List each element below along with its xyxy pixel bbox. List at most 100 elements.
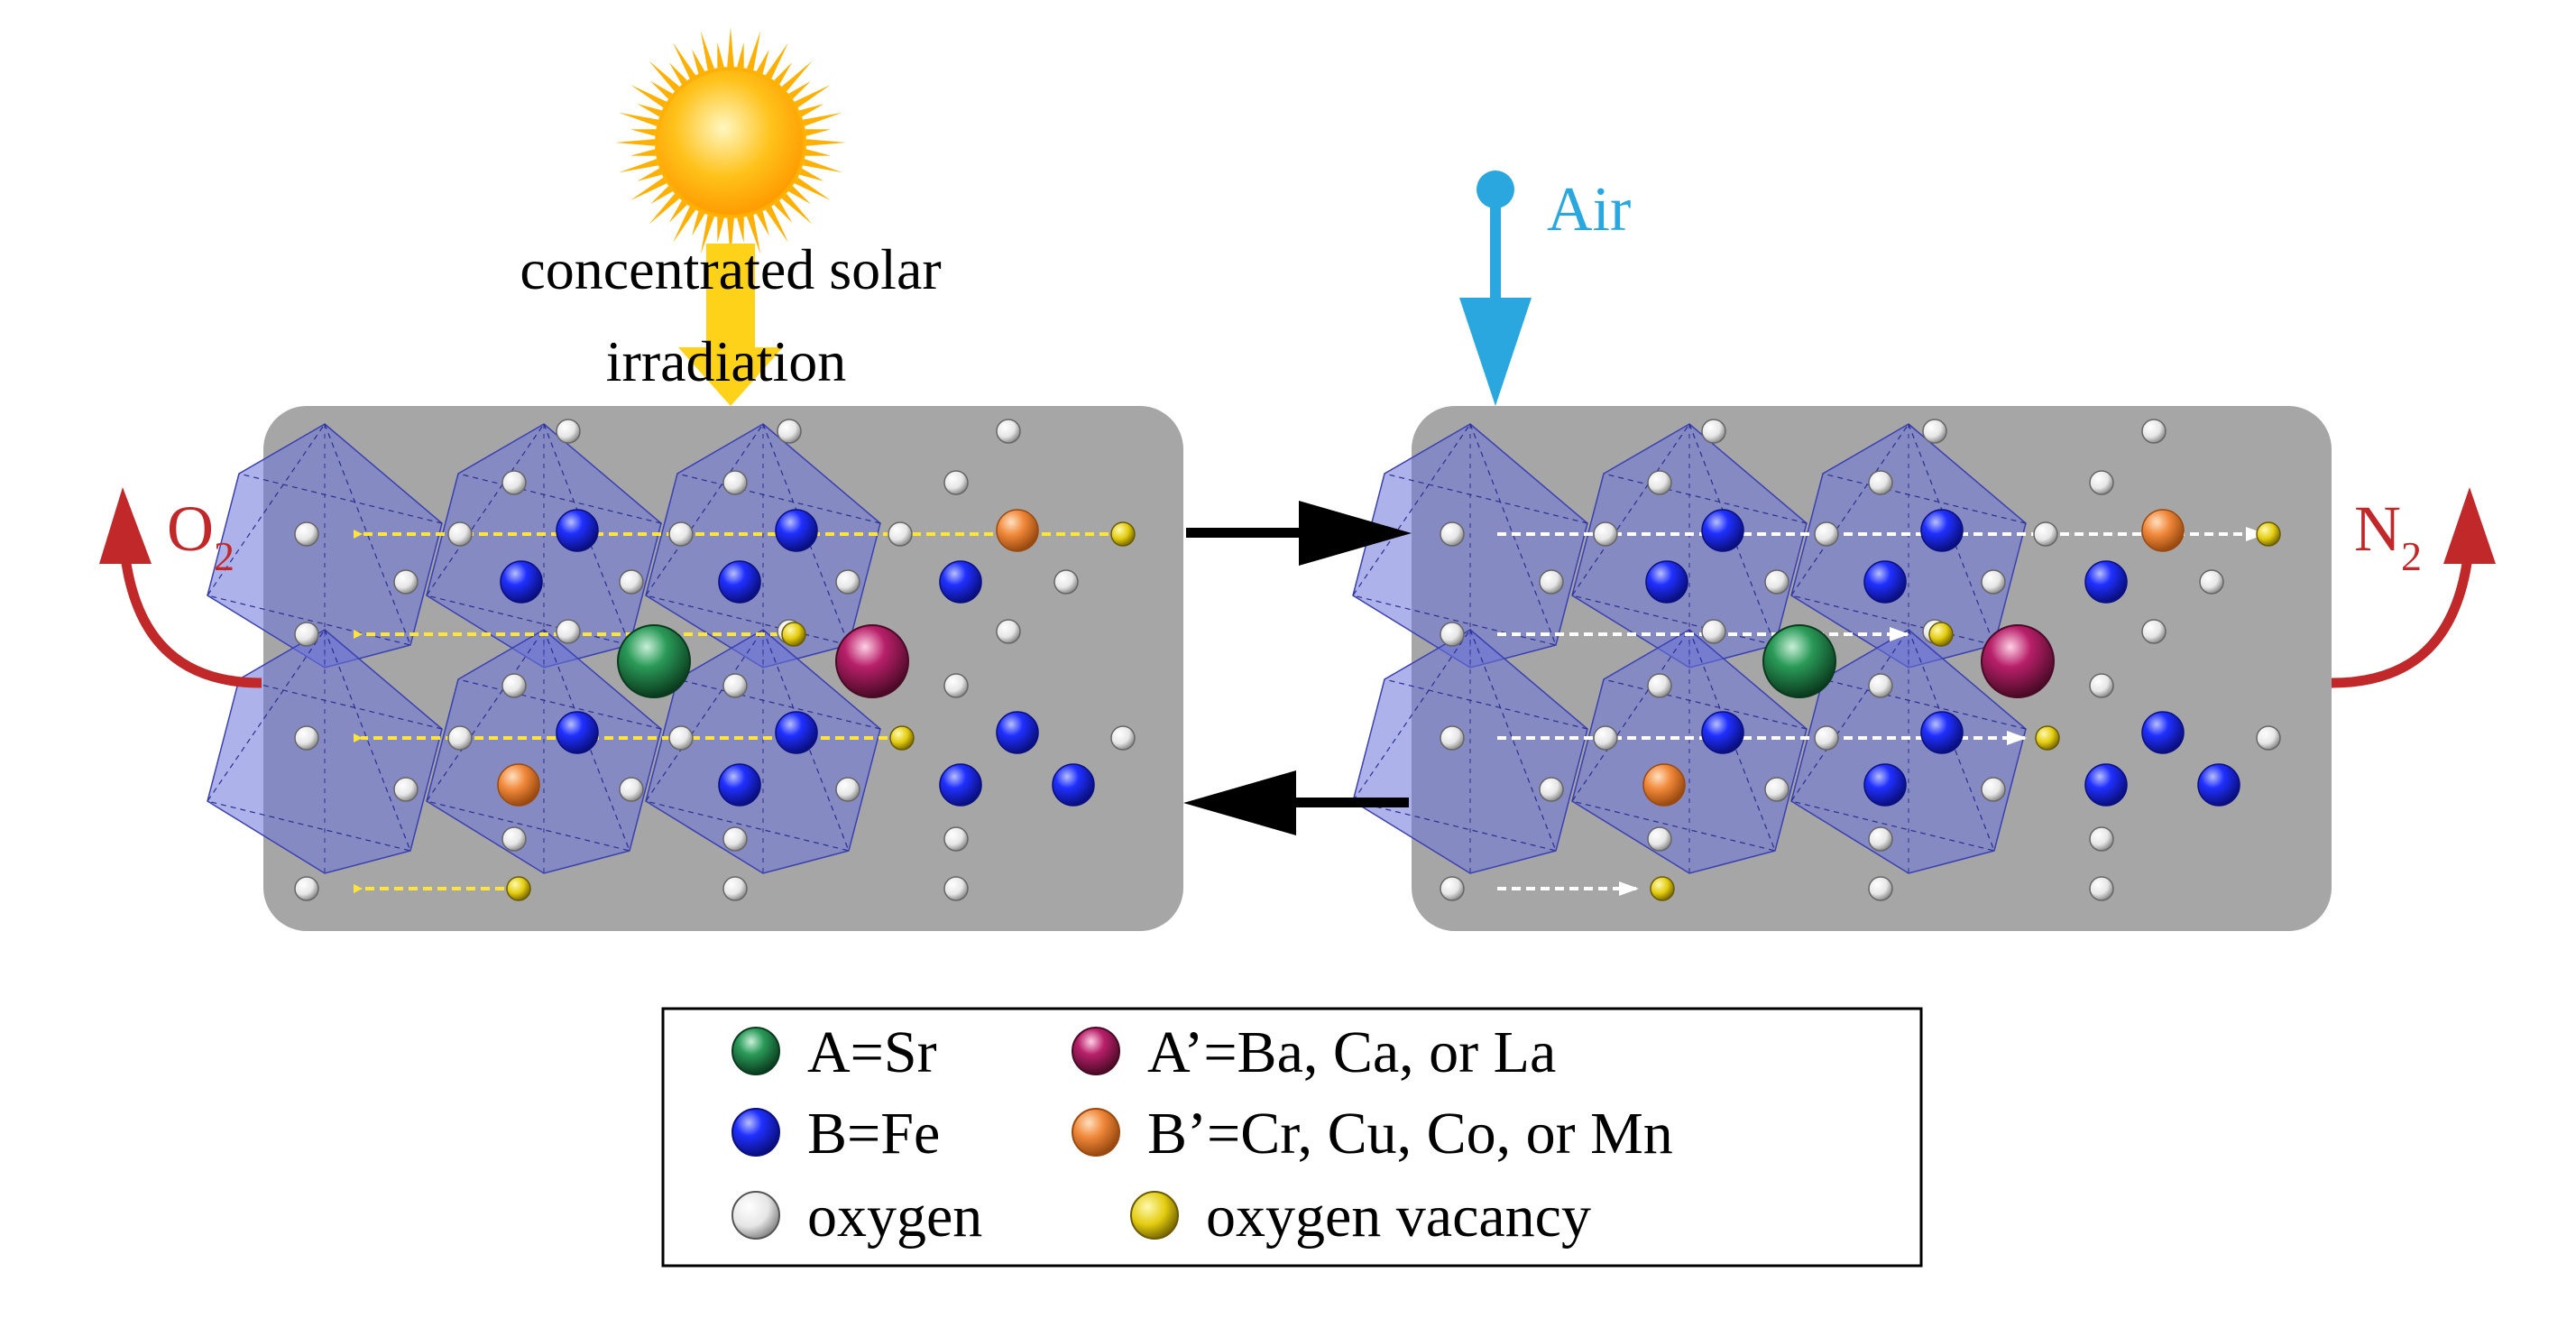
sun-ray: [794, 85, 831, 108]
sun-ray: [803, 112, 842, 126]
legend-b-prime-site: B’=Cr, Cu, Co, or Mn: [1147, 1101, 1673, 1167]
b-prime-site-atom: [2141, 509, 2185, 552]
octahedron-edge: [238, 678, 443, 730]
octahedron-edge: [426, 629, 630, 852]
oxygen-atom: [722, 673, 748, 698]
oxygen-atom: [2141, 419, 2167, 444]
oxygen-atom: [722, 826, 748, 852]
oxygen-atom: [943, 673, 969, 698]
legend-oxygen-vacancy: oxygen vacancy: [1206, 1184, 1591, 1250]
sun-ray: [747, 215, 761, 254]
sun-ray: [649, 60, 680, 92]
a-site-atom: [617, 624, 691, 698]
legend-b-prime-swatch: [1072, 1108, 1120, 1157]
sun-ray: [756, 211, 769, 236]
oxygen-vacancy: [781, 622, 806, 647]
oxygen-atom: [2141, 619, 2167, 644]
b-prime-site-atom: [497, 763, 540, 807]
sun-ray: [668, 200, 687, 223]
sun-ray: [700, 215, 714, 254]
oxygen-atom: [1440, 521, 1465, 547]
oxygen-atom: [996, 419, 1021, 444]
oxygen-atom: [1981, 777, 2006, 802]
octahedron-edge: [645, 423, 850, 646]
oxygen-atom: [777, 419, 802, 444]
sun-ray: [619, 112, 658, 126]
oxygen-atom: [1647, 826, 1672, 852]
oxygen-atom: [393, 569, 419, 595]
oxygen-atom: [294, 622, 319, 647]
oxygen-atom: [619, 777, 644, 802]
oxygen-atom: [996, 619, 1021, 644]
oxygen-atom: [294, 876, 319, 901]
oxygen-atom: [393, 777, 419, 802]
air-inflow-arrow: [1459, 171, 1532, 406]
b-site-atom: [2084, 763, 2128, 807]
oxygen-atom: [1647, 673, 1672, 698]
sun-ray: [765, 206, 788, 243]
octahedron-edge: [1603, 473, 1808, 524]
sun-ray: [692, 211, 705, 236]
o2-release-arrow: [99, 487, 262, 688]
sun-ray: [774, 62, 793, 85]
b-site-atom: [1920, 711, 1964, 754]
b-site-atom: [500, 560, 543, 604]
a-site-atom: [1762, 624, 1836, 698]
sun-ray: [637, 168, 662, 181]
b-site-atom: [556, 509, 599, 552]
octahedron-edge: [457, 678, 662, 730]
sun-ray: [673, 42, 696, 79]
oxygen-atom: [447, 725, 473, 751]
octahedron-edge: [457, 473, 662, 524]
octahedron-edge: [676, 473, 881, 524]
sun-ray: [700, 31, 714, 70]
oxygen-atom: [1814, 521, 1839, 547]
oxygen-atom: [835, 569, 860, 595]
oxygen-atom: [2089, 470, 2114, 495]
b-site-atom: [775, 509, 818, 552]
oxygen-atom: [619, 569, 644, 595]
oxygen-atom: [1764, 569, 1789, 595]
sun-ray: [805, 139, 846, 146]
oxygen-atom: [501, 673, 527, 698]
octahedron-edge: [207, 423, 411, 646]
octahedron-edge: [207, 629, 411, 852]
oxygen-atom: [1701, 419, 1726, 444]
oxygen-atom: [556, 419, 581, 444]
oxygen-atom: [501, 470, 527, 495]
oxygen-atom: [1868, 673, 1893, 698]
oxygen-atom: [294, 521, 319, 547]
b-site-atom: [1863, 763, 1907, 807]
sun-ray: [619, 159, 658, 173]
sun-ray: [803, 159, 842, 173]
octahedron-edge: [1352, 423, 1557, 646]
oxygen-atom: [1053, 569, 1079, 595]
octahedron-edge: [1571, 423, 1776, 646]
sun-ray: [630, 85, 667, 108]
oxygen-vacancy: [2035, 725, 2060, 751]
cycle-arrow-left: [1183, 770, 1409, 835]
sun-ray: [717, 217, 724, 244]
oxygen-atom: [1593, 725, 1618, 751]
b-site-atom: [2197, 763, 2240, 807]
oxygen-atom: [447, 521, 473, 547]
oxygen-atom: [943, 876, 969, 901]
legend-a-prime-swatch: [1072, 1027, 1120, 1075]
n2-label: N2: [2354, 493, 2422, 579]
octahedron-edge: [1352, 629, 1557, 852]
sun-ray: [630, 129, 657, 136]
legend-oxygen: oxygen: [807, 1184, 982, 1250]
oxygen-atom: [1539, 777, 1564, 802]
solar-label-line2: irradiation: [606, 329, 847, 393]
oxygen-atom: [2033, 521, 2058, 547]
sun-ray: [649, 193, 680, 225]
legend-a-site-swatch: [731, 1027, 780, 1075]
oxygen-atom: [1868, 470, 1893, 495]
b-site-atom: [718, 763, 761, 807]
oxygen-atom: [668, 521, 694, 547]
b-site-atom: [996, 711, 1039, 754]
sun-ray: [756, 49, 769, 74]
oxygen-atom: [943, 470, 969, 495]
oxygen-vacancy: [889, 725, 915, 751]
sun-ray: [774, 200, 793, 223]
